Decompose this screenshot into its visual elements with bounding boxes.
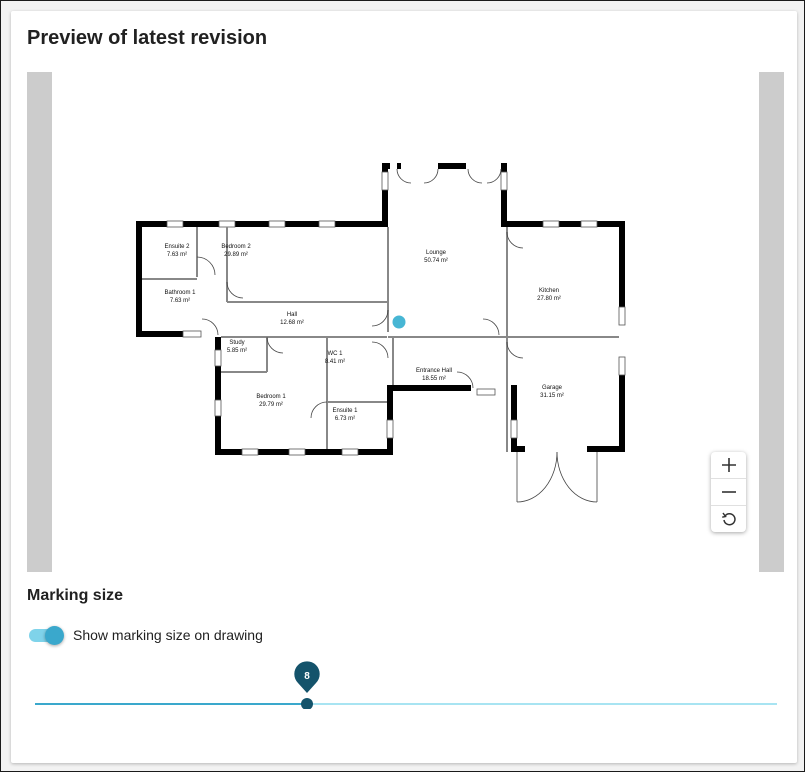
minus-icon: [721, 491, 736, 493]
slider-thumb[interactable]: [301, 698, 313, 709]
marking-point[interactable]: [392, 315, 406, 329]
room-name: Bedroom 1: [256, 394, 286, 400]
room-area: 12.68 m²: [280, 320, 304, 326]
preview-card: Preview of latest revision: [11, 11, 797, 763]
room-area: 7.63 m²: [167, 252, 187, 258]
room-area: 29.89 m²: [224, 252, 248, 258]
toggle-thumb[interactable]: [45, 626, 64, 645]
room-name: Garage: [542, 385, 563, 391]
slider-value-label: [294, 661, 320, 693]
toggle-label: Show marking size on drawing: [73, 627, 263, 643]
room-area: 50.74 m²: [424, 258, 448, 264]
room-name: Lounge: [426, 250, 447, 256]
room-area: 29.79 m²: [259, 402, 283, 408]
room-area: 8.41 m²: [325, 359, 345, 365]
room-area: 7.63 m²: [170, 298, 190, 304]
show-marking-size-toggle[interactable]: [27, 625, 64, 645]
card-title: Preview of latest revision: [27, 27, 268, 49]
room-name: Bathroom 1: [164, 290, 196, 296]
room-area: 6.73 m²: [335, 416, 355, 422]
floor-plan-drawing[interactable]: Ensuite 2 7.63 m² Bedroom 2 29.89 m² Lou…: [27, 72, 784, 572]
slider-value-text: 8: [304, 671, 310, 682]
room-name: Ensuite 2: [164, 244, 190, 250]
viewer-right-margin: [759, 72, 784, 572]
room-area: 31.15 m²: [540, 393, 564, 399]
drawing-viewer[interactable]: Ensuite 2 7.63 m² Bedroom 2 29.89 m² Lou…: [27, 72, 784, 572]
reset-view-button[interactable]: [711, 506, 746, 532]
room-name: Ensuite 1: [332, 408, 358, 414]
room-area: 18.55 m²: [422, 376, 446, 382]
zoom-out-button[interactable]: [711, 479, 746, 506]
room-name: Entrance Hall: [416, 368, 452, 374]
marking-toggle-row: Show marking size on drawing: [27, 623, 263, 647]
marking-size-slider[interactable]: 8: [35, 659, 777, 709]
room-name: Study: [229, 340, 244, 346]
plus-icon: [721, 458, 736, 472]
room-name: WC 1: [328, 351, 344, 357]
room-name: Bedroom 2: [221, 244, 251, 250]
room-area: 5.85 m²: [227, 348, 247, 354]
room-name: Hall: [287, 312, 297, 318]
marking-size-heading: Marking size: [27, 587, 124, 604]
reset-rotate-icon: [721, 512, 736, 526]
zoom-controls: [711, 452, 746, 532]
zoom-in-button[interactable]: [711, 452, 746, 479]
viewer-left-margin: [27, 72, 52, 572]
room-area: 27.80 m²: [537, 296, 561, 302]
room-name: Kitchen: [539, 288, 559, 294]
